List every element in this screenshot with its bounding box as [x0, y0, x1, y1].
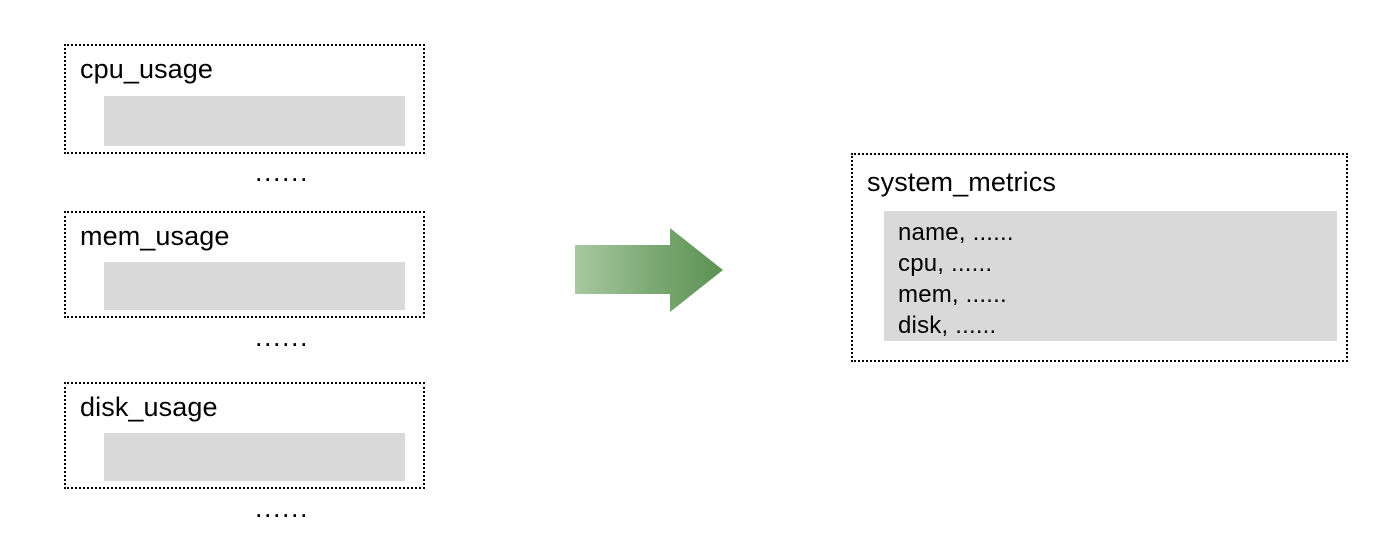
entity-ellipsis-cpu-usage: ...... — [255, 157, 310, 187]
field-row-disk: disk, ...... — [898, 312, 997, 339]
entity-ellipsis-mem-usage: ...... — [255, 322, 310, 352]
entity-box-disk-usage[interactable]: disk_usage ...... — [64, 382, 425, 522]
entity-body-mem-usage: ...... — [104, 262, 405, 351]
entity-box-system-metrics[interactable]: system_metrics name, ...... cpu, ...... … — [851, 153, 1348, 362]
field-row-cpu: cpu, ...... — [898, 250, 993, 277]
entity-title-disk-usage: disk_usage — [80, 392, 218, 422]
field-row-name: name, ...... — [898, 219, 1014, 246]
entity-ellipsis-disk-usage: ...... — [255, 493, 310, 523]
field-row-mem: mem, ...... — [898, 281, 1007, 308]
entity-title-system-metrics: system_metrics — [867, 167, 1056, 197]
entity-title-mem-usage: mem_usage — [80, 221, 230, 251]
entity-body-system-metrics: name, ...... cpu, ...... mem, ...... dis… — [884, 211, 1337, 341]
merge-arrow-icon — [573, 226, 725, 314]
entity-title-cpu-usage: cpu_usage — [80, 54, 214, 84]
entity-body-cpu-usage: ...... — [104, 96, 405, 186]
entity-box-mem-usage[interactable]: mem_usage ...... — [64, 211, 425, 351]
entity-body-disk-usage: ...... — [104, 433, 405, 522]
entity-box-cpu-usage[interactable]: cpu_usage ...... — [64, 44, 425, 186]
